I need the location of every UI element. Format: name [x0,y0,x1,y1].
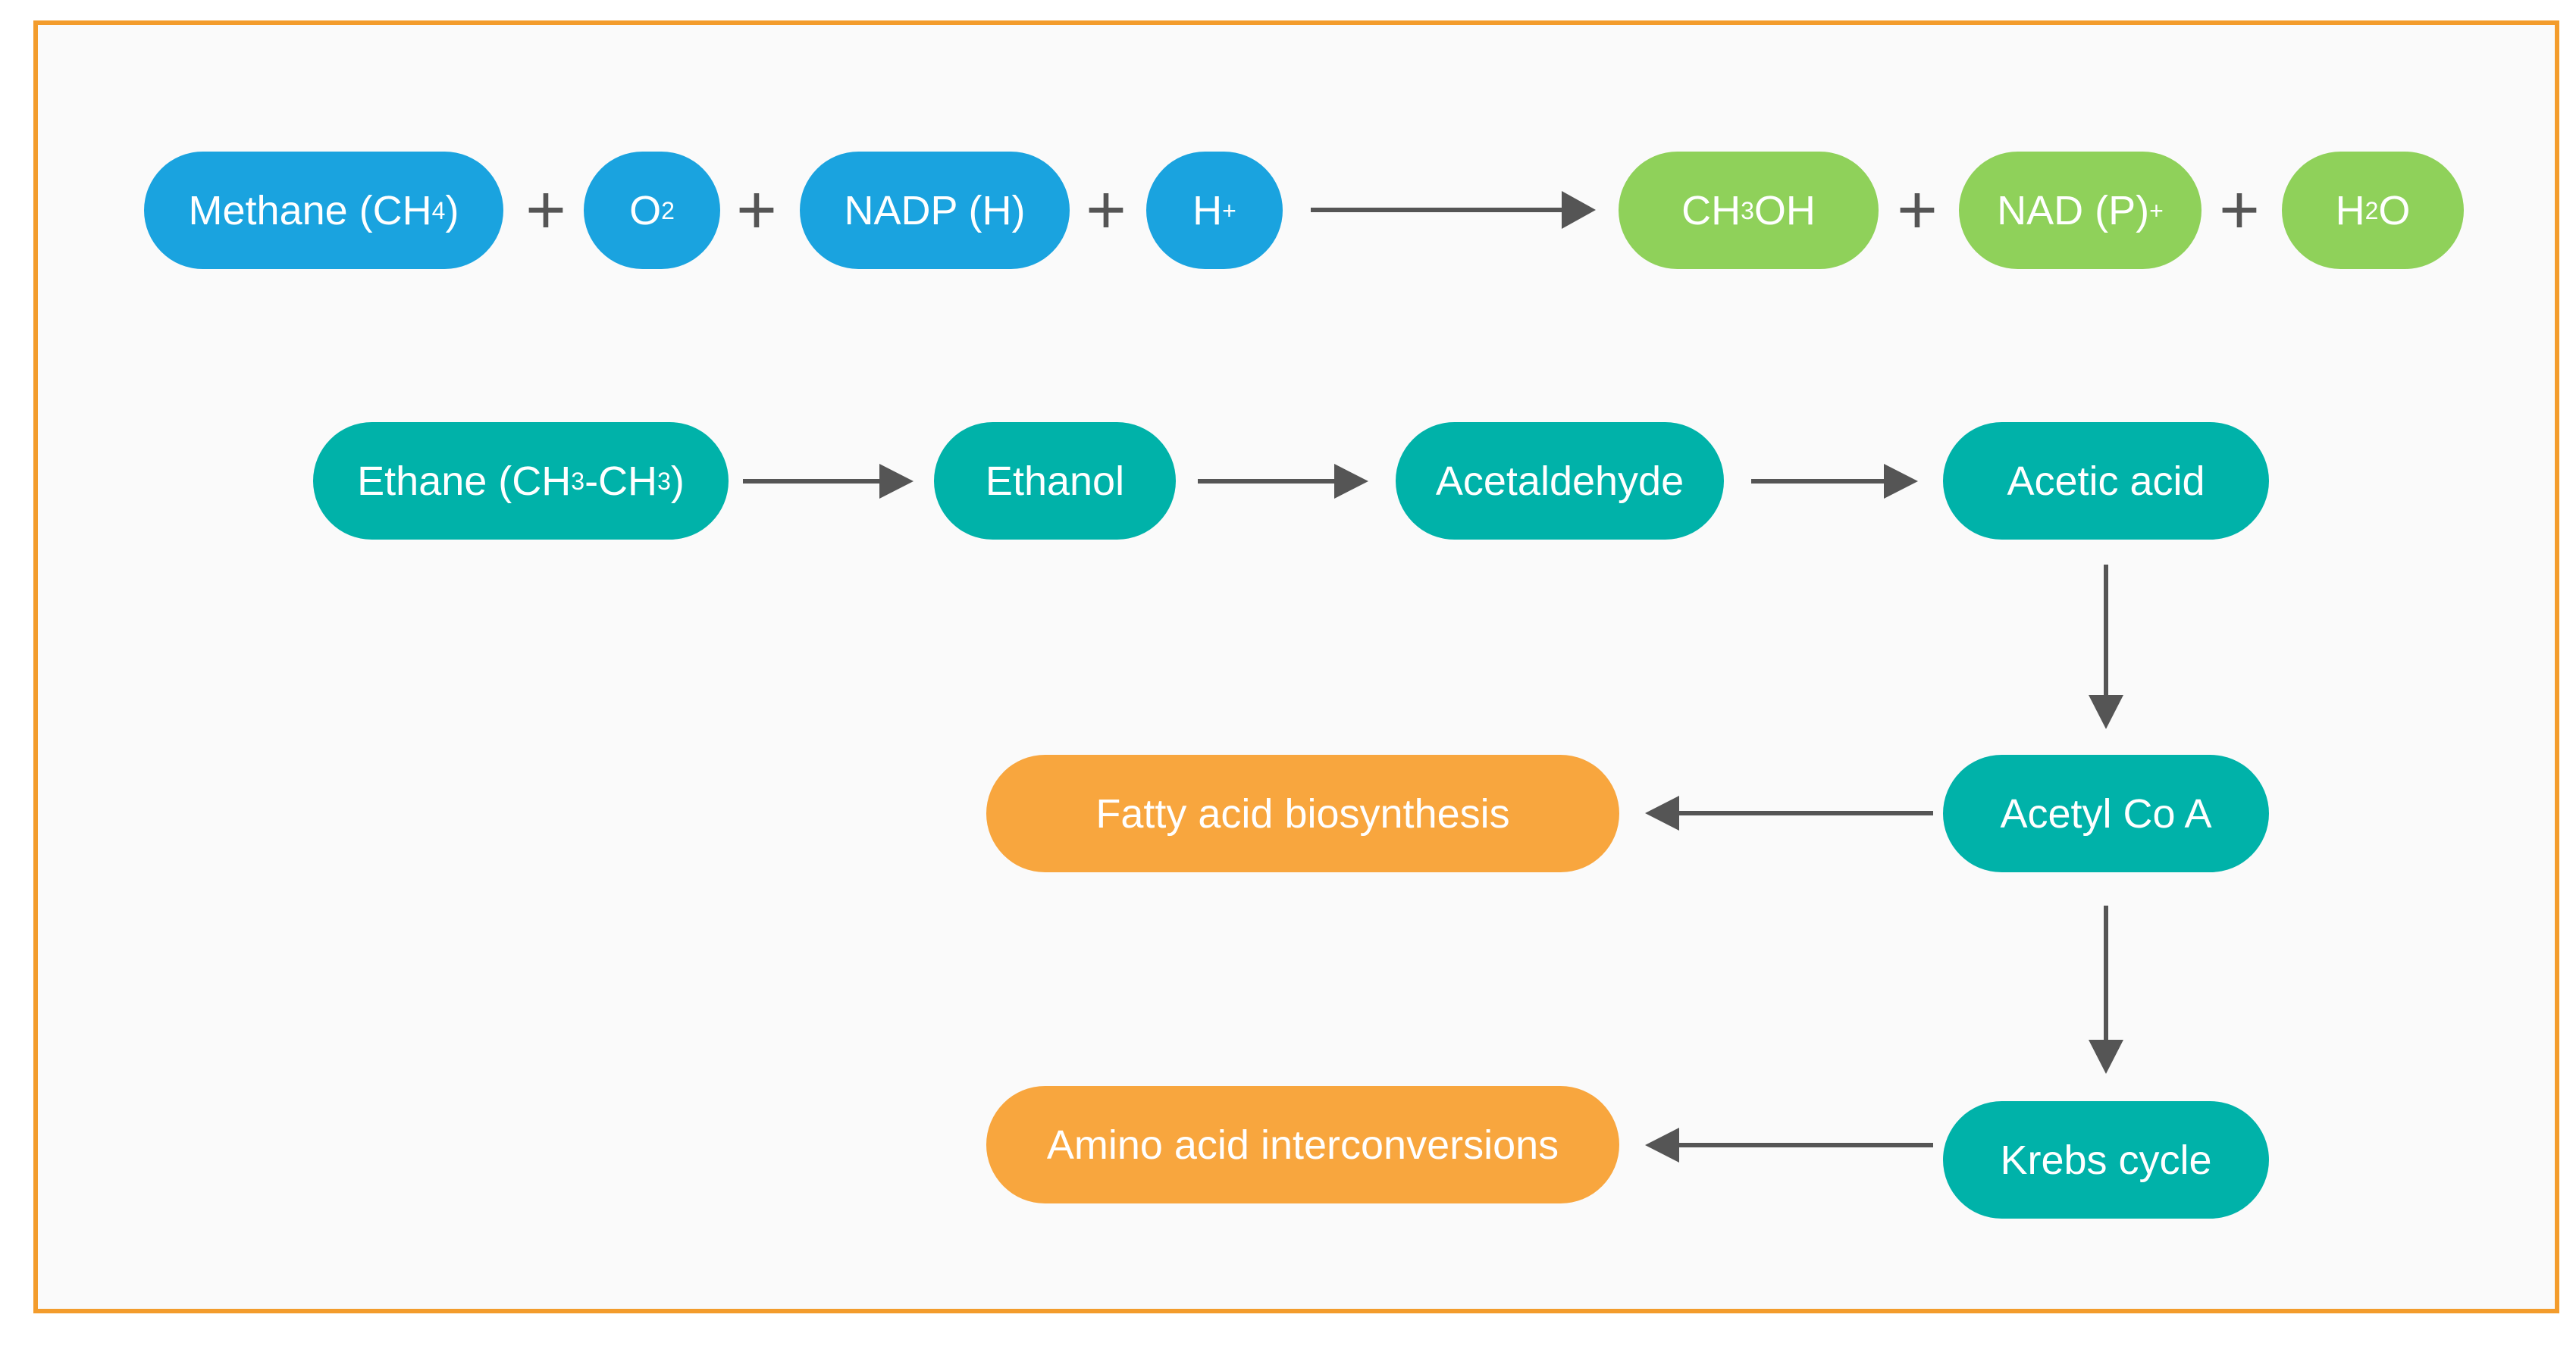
acetaldehyde-node: Acetaldehyde [1396,422,1724,540]
plus-sign-2: + [736,171,777,249]
amino-acid-interconversions-node: Amino acid interconversions [986,1086,1619,1203]
arrow-acetic-acid-to-acetyl-coa [2089,565,2123,729]
arrow-krebs-to-amino-acid [1645,1128,1933,1163]
plus-sign-5: + [2219,171,2260,249]
nadph-node: NADP (H) [800,152,1070,269]
arrow-acetyl-coa-to-fatty-acid [1645,796,1933,831]
plus-sign-4: + [1897,171,1938,249]
hydrogen-ion-node: H+ [1146,152,1283,269]
arrow-ethanol-to-acetaldehyde [1198,464,1368,499]
acetyl-coa-node: Acetyl Co A [1943,755,2269,872]
arrow-acetyl-coa-to-krebs [2089,906,2123,1074]
ethanol-node: Ethanol [934,422,1176,540]
acetic-acid-node: Acetic acid [1943,422,2269,540]
plus-sign-1: + [525,171,566,249]
arrow-ethane-to-ethanol [743,464,914,499]
reaction-arrow [1311,191,1596,229]
krebs-cycle-node: Krebs cycle [1943,1101,2269,1219]
plus-sign-3: + [1086,171,1127,249]
nadp-plus-node: NAD (P)+ [1959,152,2202,269]
fatty-acid-biosynthesis-node: Fatty acid biosynthesis [986,755,1619,872]
arrow-acetaldehyde-to-acetic-acid [1751,464,1918,499]
